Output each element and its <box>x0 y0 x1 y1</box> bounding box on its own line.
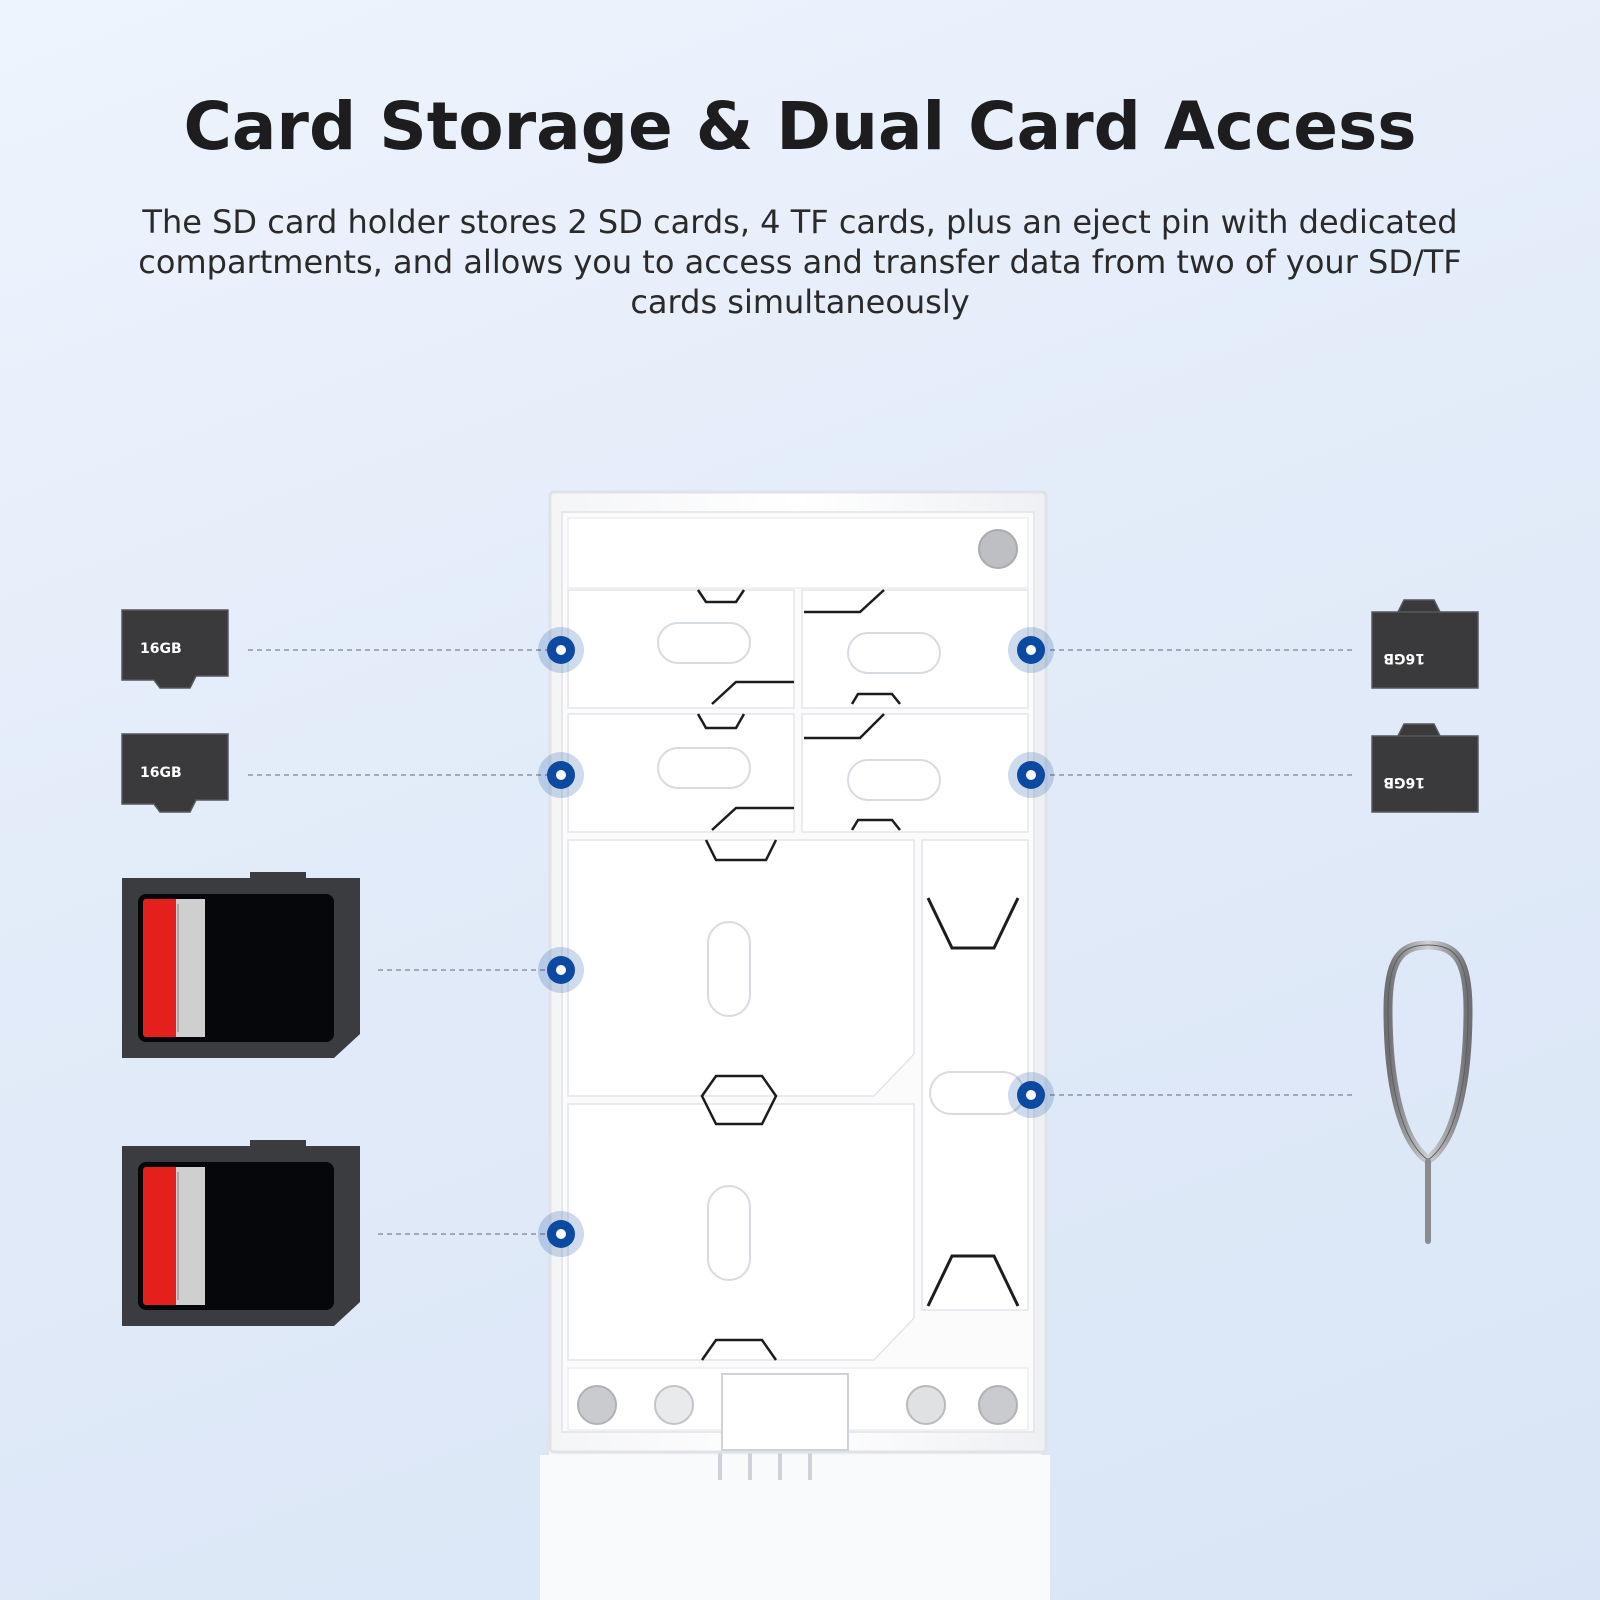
marker-eject-pin <box>1008 1072 1054 1118</box>
marker-sd-1 <box>538 947 584 993</box>
microsd-capacity-label: 16GB <box>1383 650 1425 666</box>
case-hinge <box>721 1373 849 1451</box>
marker-tf-left-2 <box>538 752 584 798</box>
page-title: Card Storage & Dual Card Access <box>183 88 1417 165</box>
leader-lines <box>248 649 1352 1235</box>
pin-slot <box>921 839 1029 1311</box>
microsd-card-left-1: 16GB <box>121 609 229 689</box>
sd-slots <box>567 839 915 1361</box>
microsd-card-right-1: 16GB <box>1371 599 1479 689</box>
tf-slots <box>567 589 1029 833</box>
sd-card-1 <box>122 872 360 1058</box>
microsd-card-left-2: 16GB <box>121 733 229 813</box>
page-description: The SD card holder stores 2 SD cards, 4 … <box>138 203 1462 321</box>
card-holder-case <box>540 490 1050 1600</box>
case-screw-icon <box>978 529 1018 569</box>
marker-tf-right-2 <box>1008 752 1054 798</box>
marker-sd-2 <box>538 1211 584 1257</box>
sd-card-2 <box>122 1140 360 1326</box>
microsd-capacity-label: 16GB <box>140 765 182 781</box>
marker-tf-left-1 <box>538 627 584 673</box>
microsd-capacity-label: 16GB <box>1383 774 1425 790</box>
microsd-card-right-2: 16GB <box>1371 723 1479 813</box>
marker-tf-right-1 <box>1008 627 1054 673</box>
microsd-capacity-label: 16GB <box>140 641 182 657</box>
eject-pin <box>1383 940 1473 1244</box>
